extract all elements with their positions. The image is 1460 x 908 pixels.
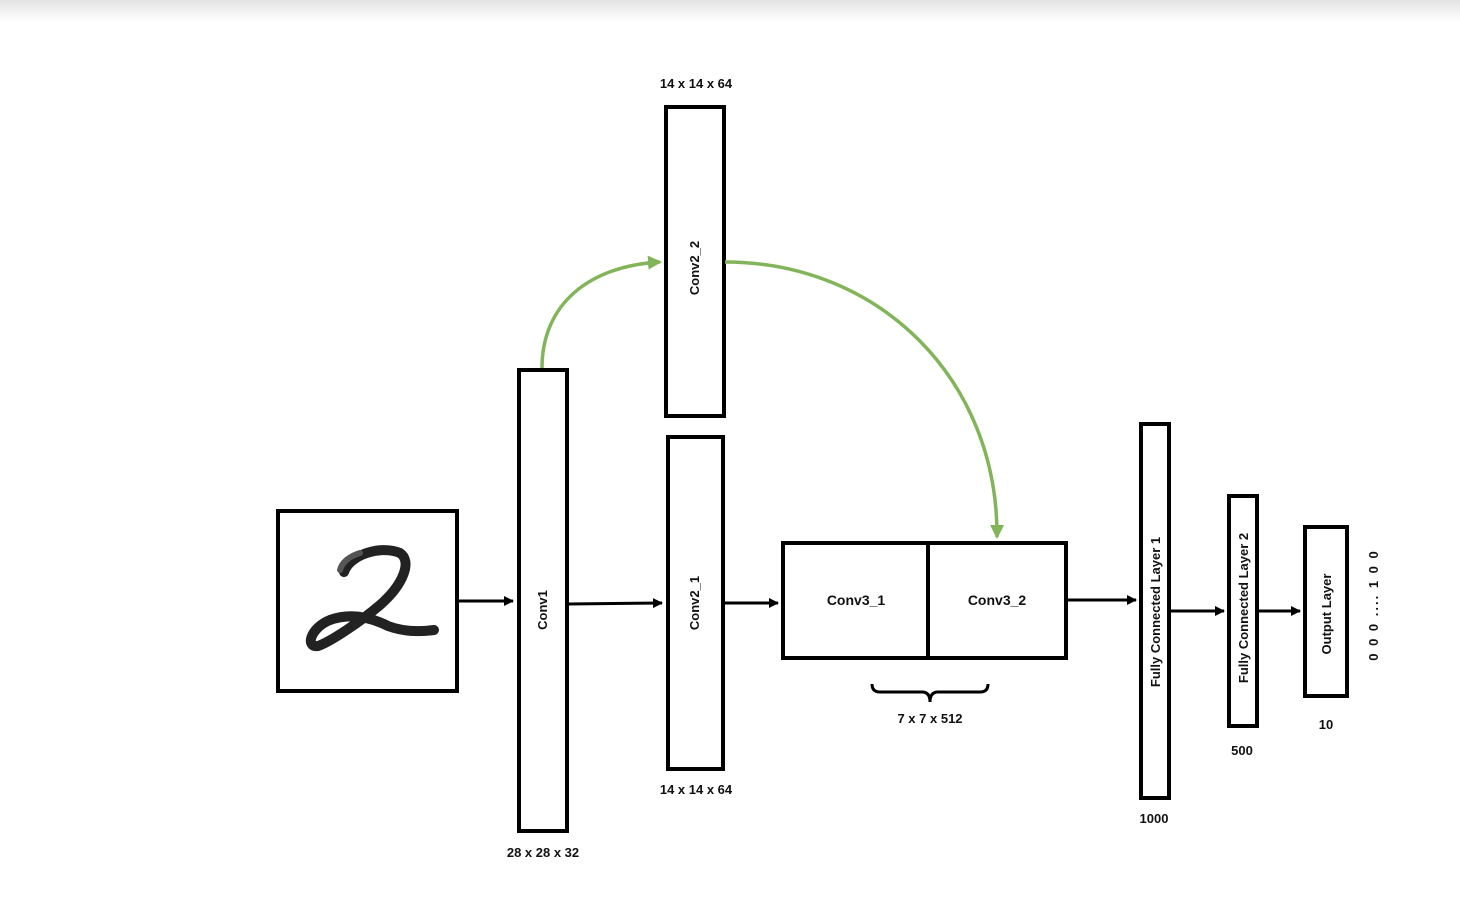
window-top-bar [0, 0, 1460, 22]
conv2-1-label: Conv2_1 [687, 576, 702, 630]
conv1-layer: Conv1 [517, 368, 569, 833]
conv1-label: Conv1 [535, 590, 550, 630]
conv1-dims: 28 x 28 x 32 [507, 845, 579, 860]
output-layer: Output Layer [1303, 525, 1349, 698]
output-vector: 0 0 0 .... 1 0 0 [1366, 549, 1381, 661]
conv2-2-dims: 14 x 14 x 64 [660, 76, 733, 91]
conv3-dims: 7 x 7 x 512 [897, 711, 962, 726]
conv2-1-layer: Conv2_1 [666, 435, 725, 771]
fc2-layer: Fully Connected Layer 2 [1227, 494, 1259, 728]
skip-arrow-conv1-conv2-2 [540, 255, 662, 369]
output-dims: 10 [1319, 717, 1333, 732]
skip-arrow-conv2-2-conv3-2 [724, 260, 1005, 539]
conv3-2-label: Conv3_2 [968, 592, 1027, 608]
fc1-label: Fully Connected Layer 1 [1148, 537, 1163, 687]
input-image-frame [276, 509, 459, 693]
conv2-1-dims: 14 x 14 x 64 [660, 782, 733, 797]
handwritten-digit-2-icon [305, 545, 439, 651]
fc2-dims: 500 [1231, 743, 1253, 758]
skip-connections [540, 255, 1005, 539]
fc1-dims: 1000 [1140, 811, 1169, 826]
conv2-2-label: Conv2_2 [687, 241, 702, 295]
input-image [276, 509, 459, 693]
output-label: Output Layer [1319, 574, 1334, 655]
conv2-2-layer: Conv2_2 [664, 105, 726, 418]
forward-arrows [458, 595, 1301, 616]
arrow-conv1-conv2-1 [567, 598, 663, 609]
fc2-label: Fully Connected Layer 2 [1236, 533, 1251, 683]
conv3-1-label: Conv3_1 [827, 592, 886, 608]
fc1-layer: Fully Connected Layer 1 [1139, 422, 1171, 800]
conv3-brace [870, 683, 990, 703]
conv3-block: Conv3_1 Conv3_2 [781, 541, 1068, 660]
